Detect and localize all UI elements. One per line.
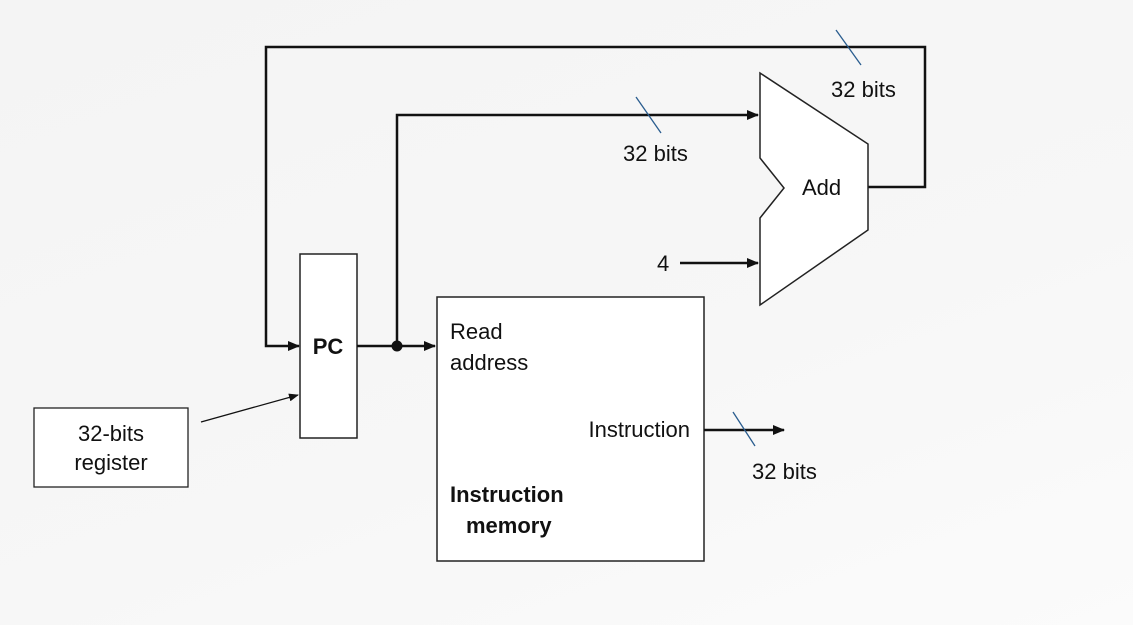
register-label-1: 32-bits (78, 421, 144, 446)
read-address-label-2: address (450, 350, 528, 375)
pc-register (299, 253, 358, 439)
register-label-2: register (74, 450, 147, 475)
instruction-memory (436, 296, 705, 562)
constant-four: 4 (657, 251, 669, 276)
memory-title-2: memory (466, 513, 552, 538)
adder-alu (759, 71, 869, 307)
read-address-label-1: Read (450, 319, 503, 344)
adder-input-wire (395, 110, 759, 346)
register-annotation-box (33, 407, 189, 488)
feedback-wire (264, 45, 927, 351)
bus-slash-instruction (732, 411, 756, 447)
register-pointer-arrow (200, 393, 299, 423)
instruction-output-label: Instruction (589, 417, 691, 442)
instruction-width-label: 32 bits (752, 459, 817, 484)
pc-label: PC (313, 334, 344, 359)
feedback-width-label: 32 bits (831, 77, 896, 102)
adder-input-width-label: 32 bits (623, 141, 688, 166)
memory-title-1: Instruction (450, 482, 564, 507)
bus-slash-adder-input (635, 96, 662, 134)
bus-slash-feedback (835, 29, 862, 66)
adder-label: Add (802, 175, 841, 200)
